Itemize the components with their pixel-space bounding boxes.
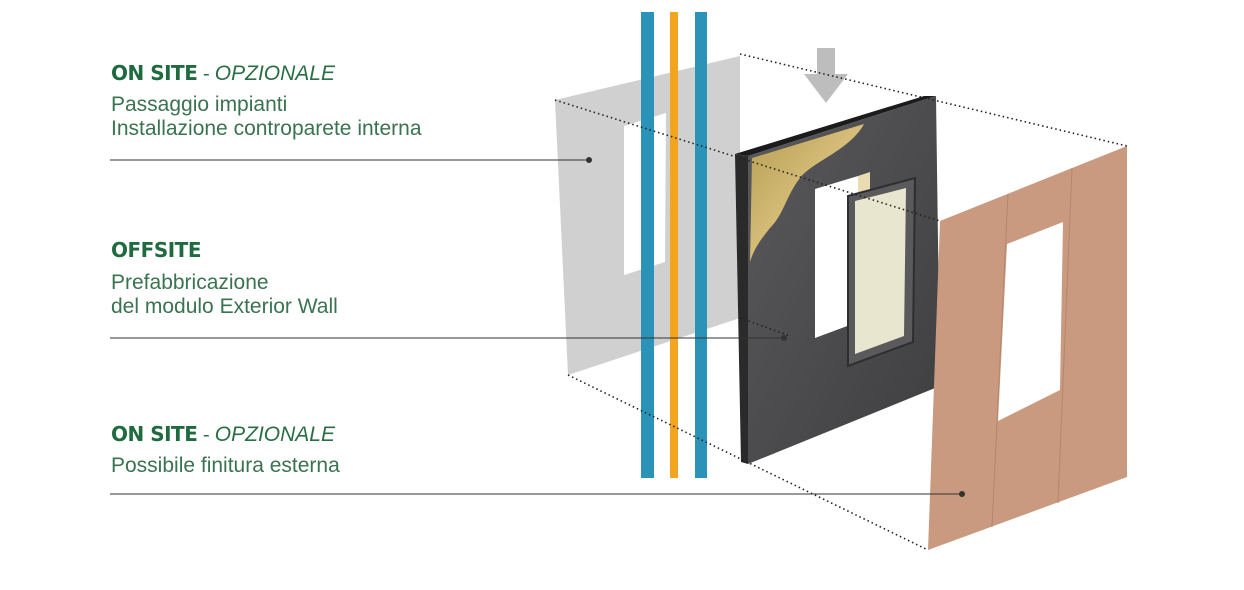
pipe-blue-left	[641, 12, 654, 478]
outer-panel-opening	[998, 222, 1063, 421]
heading-separator: -	[197, 63, 215, 85]
pipe-blue-right	[695, 12, 707, 478]
label-heading: ON SITE - OPZIONALE	[111, 61, 422, 86]
heading-strong: OFFSITE	[111, 238, 201, 262]
label-line: Prefabbricazione	[111, 271, 269, 294]
outer-panel-seam	[991, 193, 1009, 528]
label-onsite-internal: ON SITE - OPZIONALE Passaggio impianti I…	[111, 61, 422, 141]
wall-module-top-edge	[735, 96, 936, 156]
pipe-orange	[670, 12, 678, 478]
window-glass	[855, 188, 906, 354]
heading-strong: ON SITE	[111, 61, 198, 85]
leader-lines	[110, 159, 962, 495]
insulation-layer	[750, 124, 864, 262]
label-line: Installazione controparete interna	[111, 117, 422, 140]
label-onsite-external: ON SITE - OPZIONALE Possibile finitura e…	[111, 422, 340, 478]
leader-dot	[586, 157, 592, 163]
leader-dot	[959, 491, 965, 497]
leader-dot	[781, 335, 787, 341]
label-heading: OFFSITE	[111, 238, 338, 262]
down-arrow-icon	[804, 48, 848, 103]
label-line: del modulo Exterior Wall	[111, 295, 338, 318]
heading-italic: OPZIONALE	[214, 423, 335, 446]
heading-strong: ON SITE	[111, 422, 198, 446]
label-heading: ON SITE - OPZIONALE	[111, 422, 340, 447]
heading-italic: OPZIONALE	[214, 62, 335, 85]
wall-module-side-edge	[735, 154, 748, 464]
outer-panel-seam	[1057, 167, 1073, 504]
projection-lines	[554, 53, 1128, 551]
label-line: Passaggio impianti	[111, 93, 288, 116]
label-offsite: OFFSITE Prefabbricazione del modulo Exte…	[111, 238, 338, 319]
heading-separator: -	[197, 424, 215, 446]
label-line: Possibile finitura esterna	[111, 454, 340, 477]
